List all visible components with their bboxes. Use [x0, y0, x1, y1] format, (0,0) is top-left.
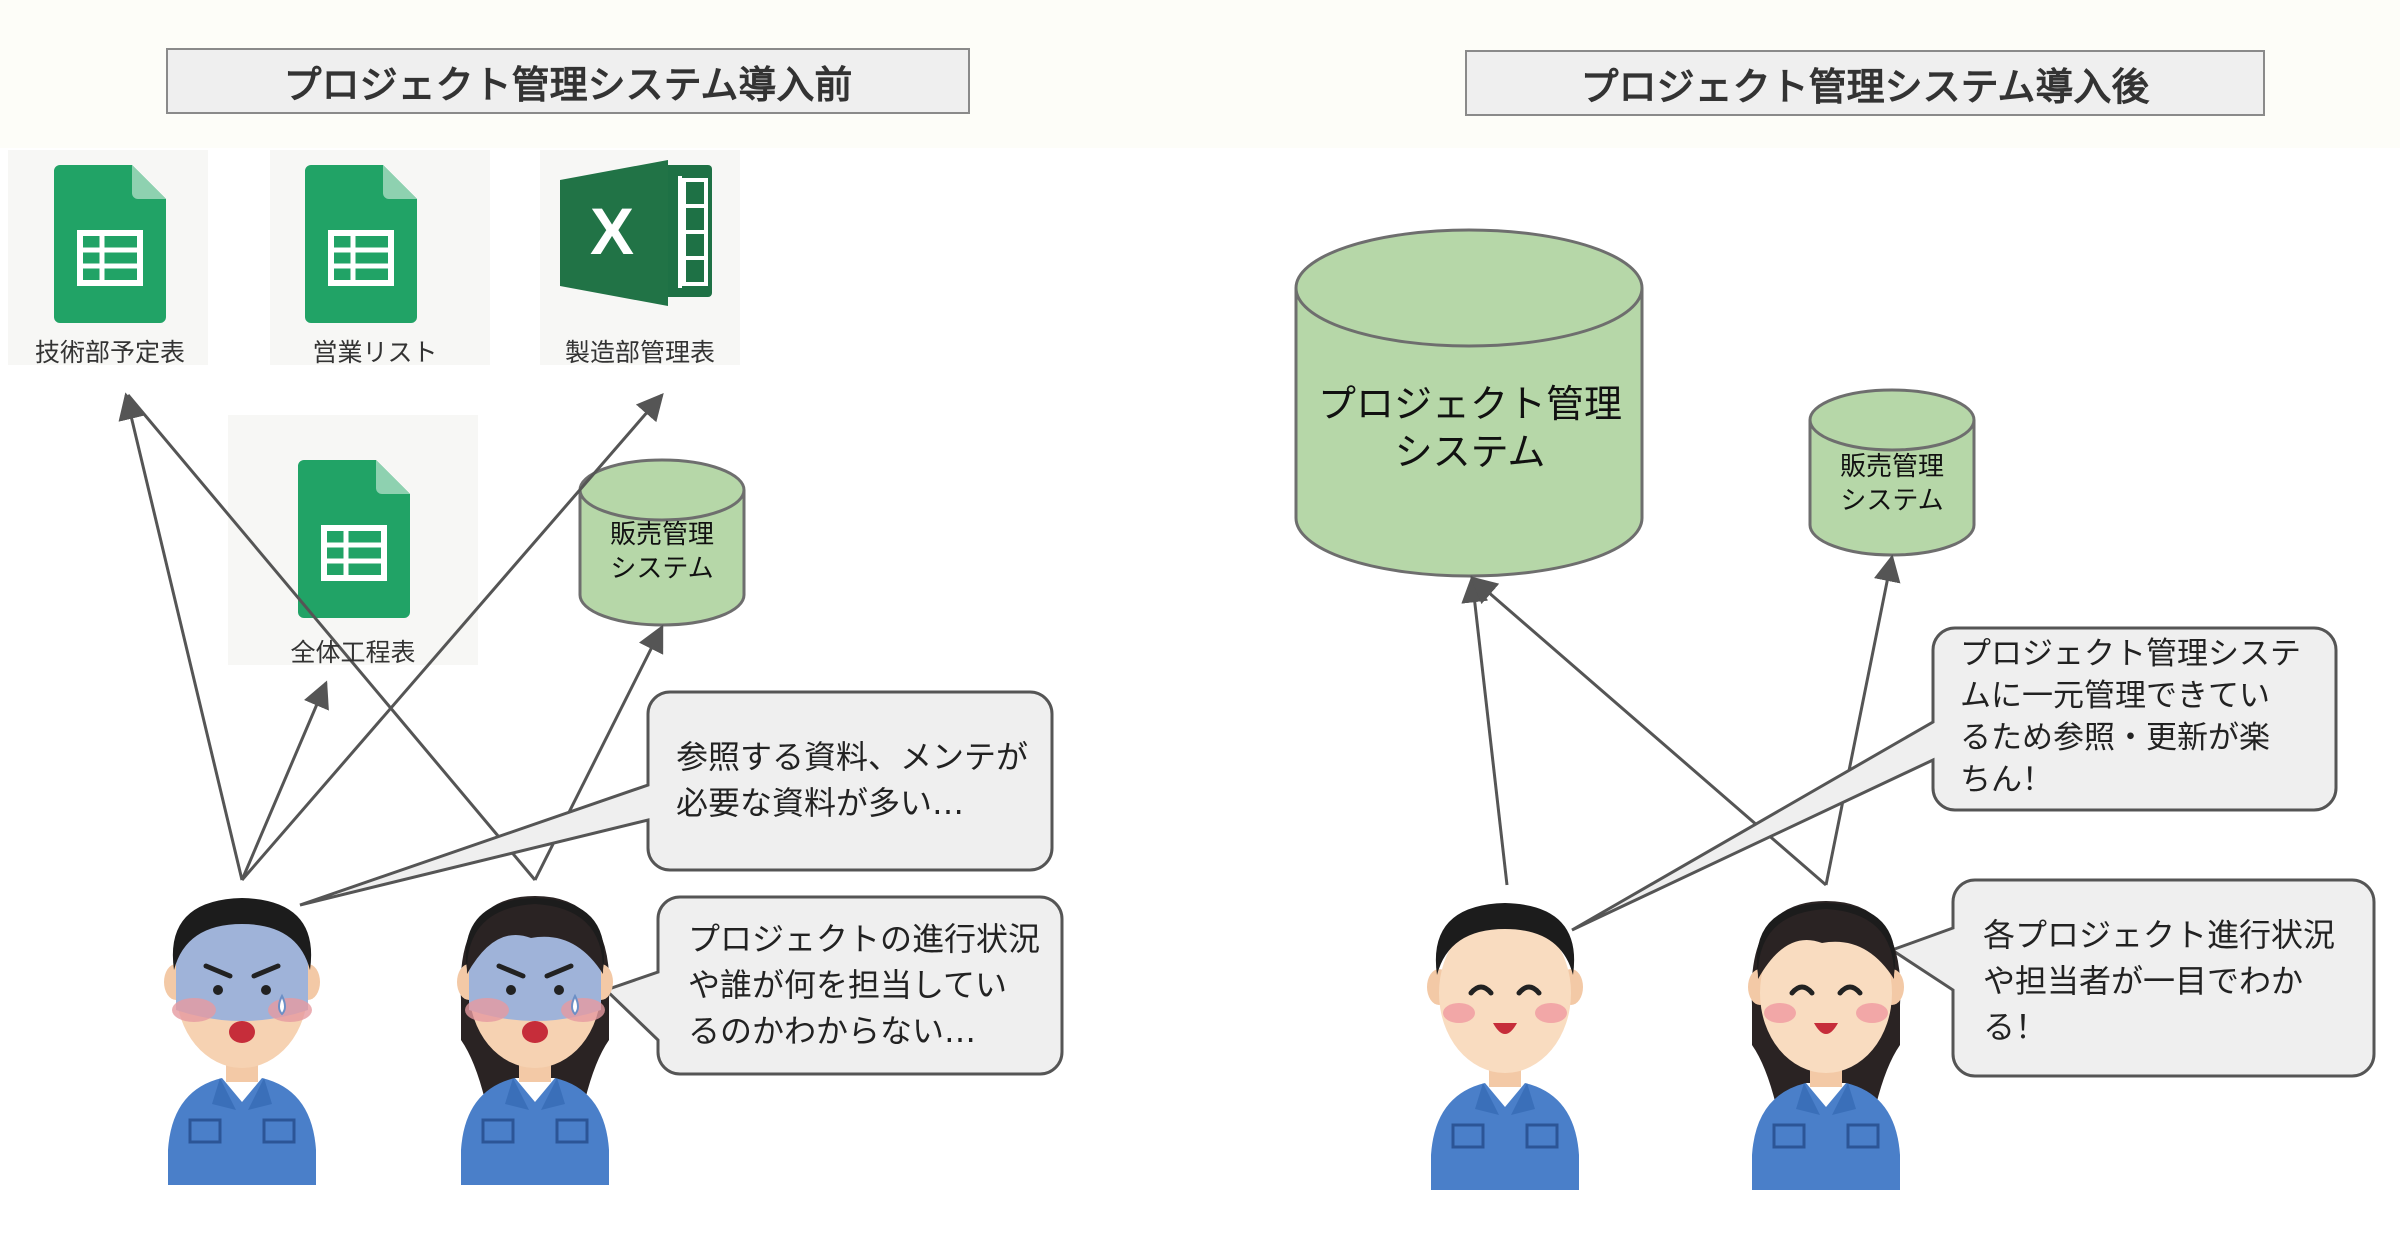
svg-text:X: X — [590, 194, 634, 268]
pm-system-label: プロジェクト管理 システム — [1300, 380, 1640, 476]
after-speech-bubble-2 — [1888, 878, 2376, 1078]
before-speech-bubble-1 — [299, 690, 1054, 907]
after-bubble2-text: 各プロジェクト進行状況 や担当者が一目でわか る！ — [1983, 912, 2335, 1050]
pm-line2: システム — [1394, 430, 1546, 474]
after-bubble1-line1: プロジェクト管理システ — [1960, 636, 2301, 672]
before-title: プロジェクト管理システム導入前 — [166, 48, 970, 114]
happy-man-avatar — [1427, 903, 1583, 1190]
after-bubble1-line2: ムに一元管理できてい — [1960, 678, 2270, 714]
after-speech-bubble-1 — [1571, 626, 2338, 932]
before-bubble2-line2: や誰が何を担当してい — [688, 966, 1008, 1004]
excel-icon: X — [560, 160, 712, 306]
after-db-line2: システム — [1840, 486, 1944, 516]
pm-line1: プロジェクト管理 — [1317, 382, 1622, 426]
after-bubble1-line3: るため参照・更新が楽 — [1960, 720, 2270, 756]
file-label-gijutsu: 技術部予定表 — [34, 338, 185, 367]
after-bubble1-line4: ちん！ — [1960, 762, 2053, 798]
after-arrows — [1461, 554, 1901, 887]
after-bubble1-text: プロジェクト管理システ ムに一元管理できてい るため参照・更新が楽 ちん！ — [1960, 633, 2301, 801]
before-bubble1-line1: 参照する資料、メンテが — [676, 738, 1029, 776]
after-bubble2-line3: る！ — [1983, 1008, 2048, 1046]
after-bubble2-line1: 各プロジェクト進行状況 — [1983, 916, 2336, 954]
before-bubble2-text: プロジェクトの進行状況 や誰が何を担当してい るのかわからない… — [688, 916, 1040, 1054]
spreadsheet-icon-gijutsu — [54, 165, 166, 323]
happy-woman-avatar — [1748, 901, 1904, 1190]
before-sales-db-label: 販売管理 システム — [584, 518, 740, 586]
after-bubble2-line2: や担当者が一目でわか — [1983, 962, 2304, 1000]
spreadsheet-icon-eigyo — [305, 165, 417, 323]
file-label-seizou: 製造部管理表 — [564, 338, 715, 367]
file-label-zentai: 全体工程表 — [290, 638, 416, 667]
after-sales-db-label: 販売管理 システム — [1814, 450, 1970, 518]
after-title: プロジェクト管理システム導入後 — [1465, 50, 2265, 116]
before-db-line2: システム — [610, 554, 714, 584]
worried-man-avatar — [164, 898, 320, 1185]
after-db-line1: 販売管理 — [1839, 452, 1944, 482]
before-bubble1-text: 参照する資料、メンテが 必要な資料が多い… — [676, 734, 1028, 826]
before-db-line1: 販売管理 — [609, 520, 714, 550]
before-speech-bubble-2 — [603, 895, 1064, 1076]
pm-system-cylinder — [1294, 228, 1644, 578]
spreadsheet-icon-zentai — [298, 460, 410, 618]
file-label-eigyo: 営業リスト — [312, 338, 438, 367]
before-bubble2-line3: るのかわからない… — [688, 1012, 977, 1050]
worried-woman-avatar — [457, 896, 613, 1185]
before-bubble1-line2: 必要な資料が多い… — [676, 784, 965, 822]
before-bubble2-line1: プロジェクトの進行状況 — [688, 920, 1041, 958]
